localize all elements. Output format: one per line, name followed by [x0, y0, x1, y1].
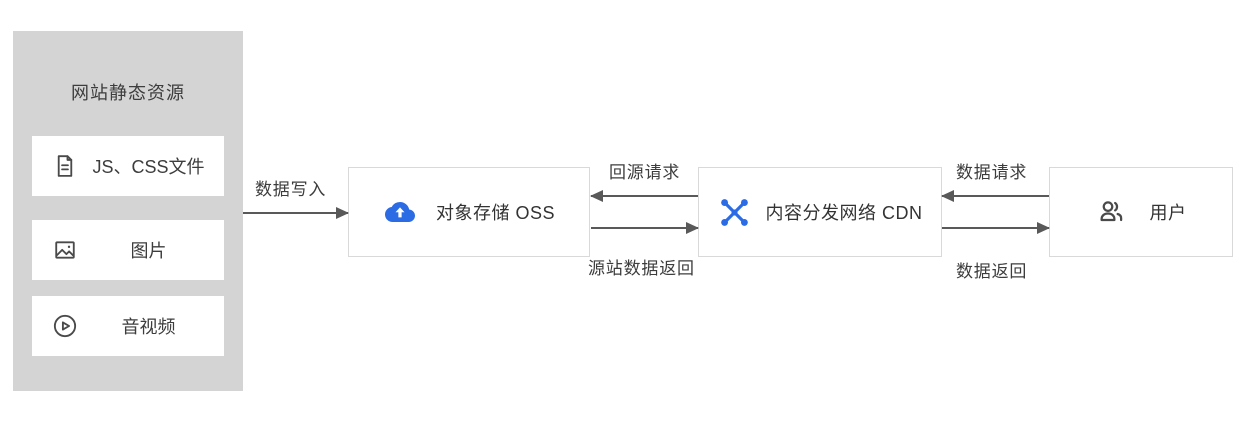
arrow-data-request	[941, 190, 1049, 202]
node-label: 对象存储 OSS	[435, 203, 555, 223]
arrow-origin-pull-request	[590, 190, 698, 202]
users-icon	[1096, 197, 1127, 227]
image-icon	[51, 236, 79, 264]
static-resources-panel: 网站静态资源 JS、CSS文件 图片	[13, 31, 243, 391]
arrowhead-left-icon	[941, 190, 954, 202]
document-icon	[51, 152, 79, 180]
node-label: 用户	[1149, 203, 1187, 223]
flow-label-data-return: 数据返回	[956, 262, 1028, 281]
resource-item-media: 音视频	[32, 296, 224, 356]
flow-label-data-write: 数据写入	[255, 180, 327, 199]
arrow-data-write	[243, 207, 349, 219]
flow-label-origin-data-return: 源站数据返回	[588, 259, 695, 278]
node-user: 用户	[1049, 167, 1233, 257]
resource-item-label: JS、CSS文件	[92, 157, 205, 177]
resource-item-label: 音视频	[121, 317, 176, 337]
arrowhead-right-icon	[686, 222, 699, 234]
resource-item-label: 图片	[130, 241, 167, 261]
arrowhead-right-icon	[336, 207, 349, 219]
panel-title: 网站静态资源	[71, 83, 185, 103]
flow-label-origin-pull-request: 回源请求	[609, 163, 681, 182]
node-oss: 对象存储 OSS	[348, 167, 590, 257]
arrowhead-right-icon	[1037, 222, 1050, 234]
node-label: 内容分发网络 CDN	[765, 203, 923, 223]
node-cdn: 内容分发网络 CDN	[698, 167, 942, 257]
video-play-icon	[51, 312, 79, 340]
arrow-origin-data-return	[591, 222, 699, 234]
resource-item-js-css: JS、CSS文件	[32, 136, 224, 196]
oss-cloud-upload-icon	[383, 197, 417, 227]
cdn-network-icon	[718, 196, 751, 229]
arrowhead-left-icon	[590, 190, 603, 202]
arrow-data-return	[942, 222, 1050, 234]
resource-item-images: 图片	[32, 220, 224, 280]
flow-label-data-request: 数据请求	[956, 163, 1028, 182]
